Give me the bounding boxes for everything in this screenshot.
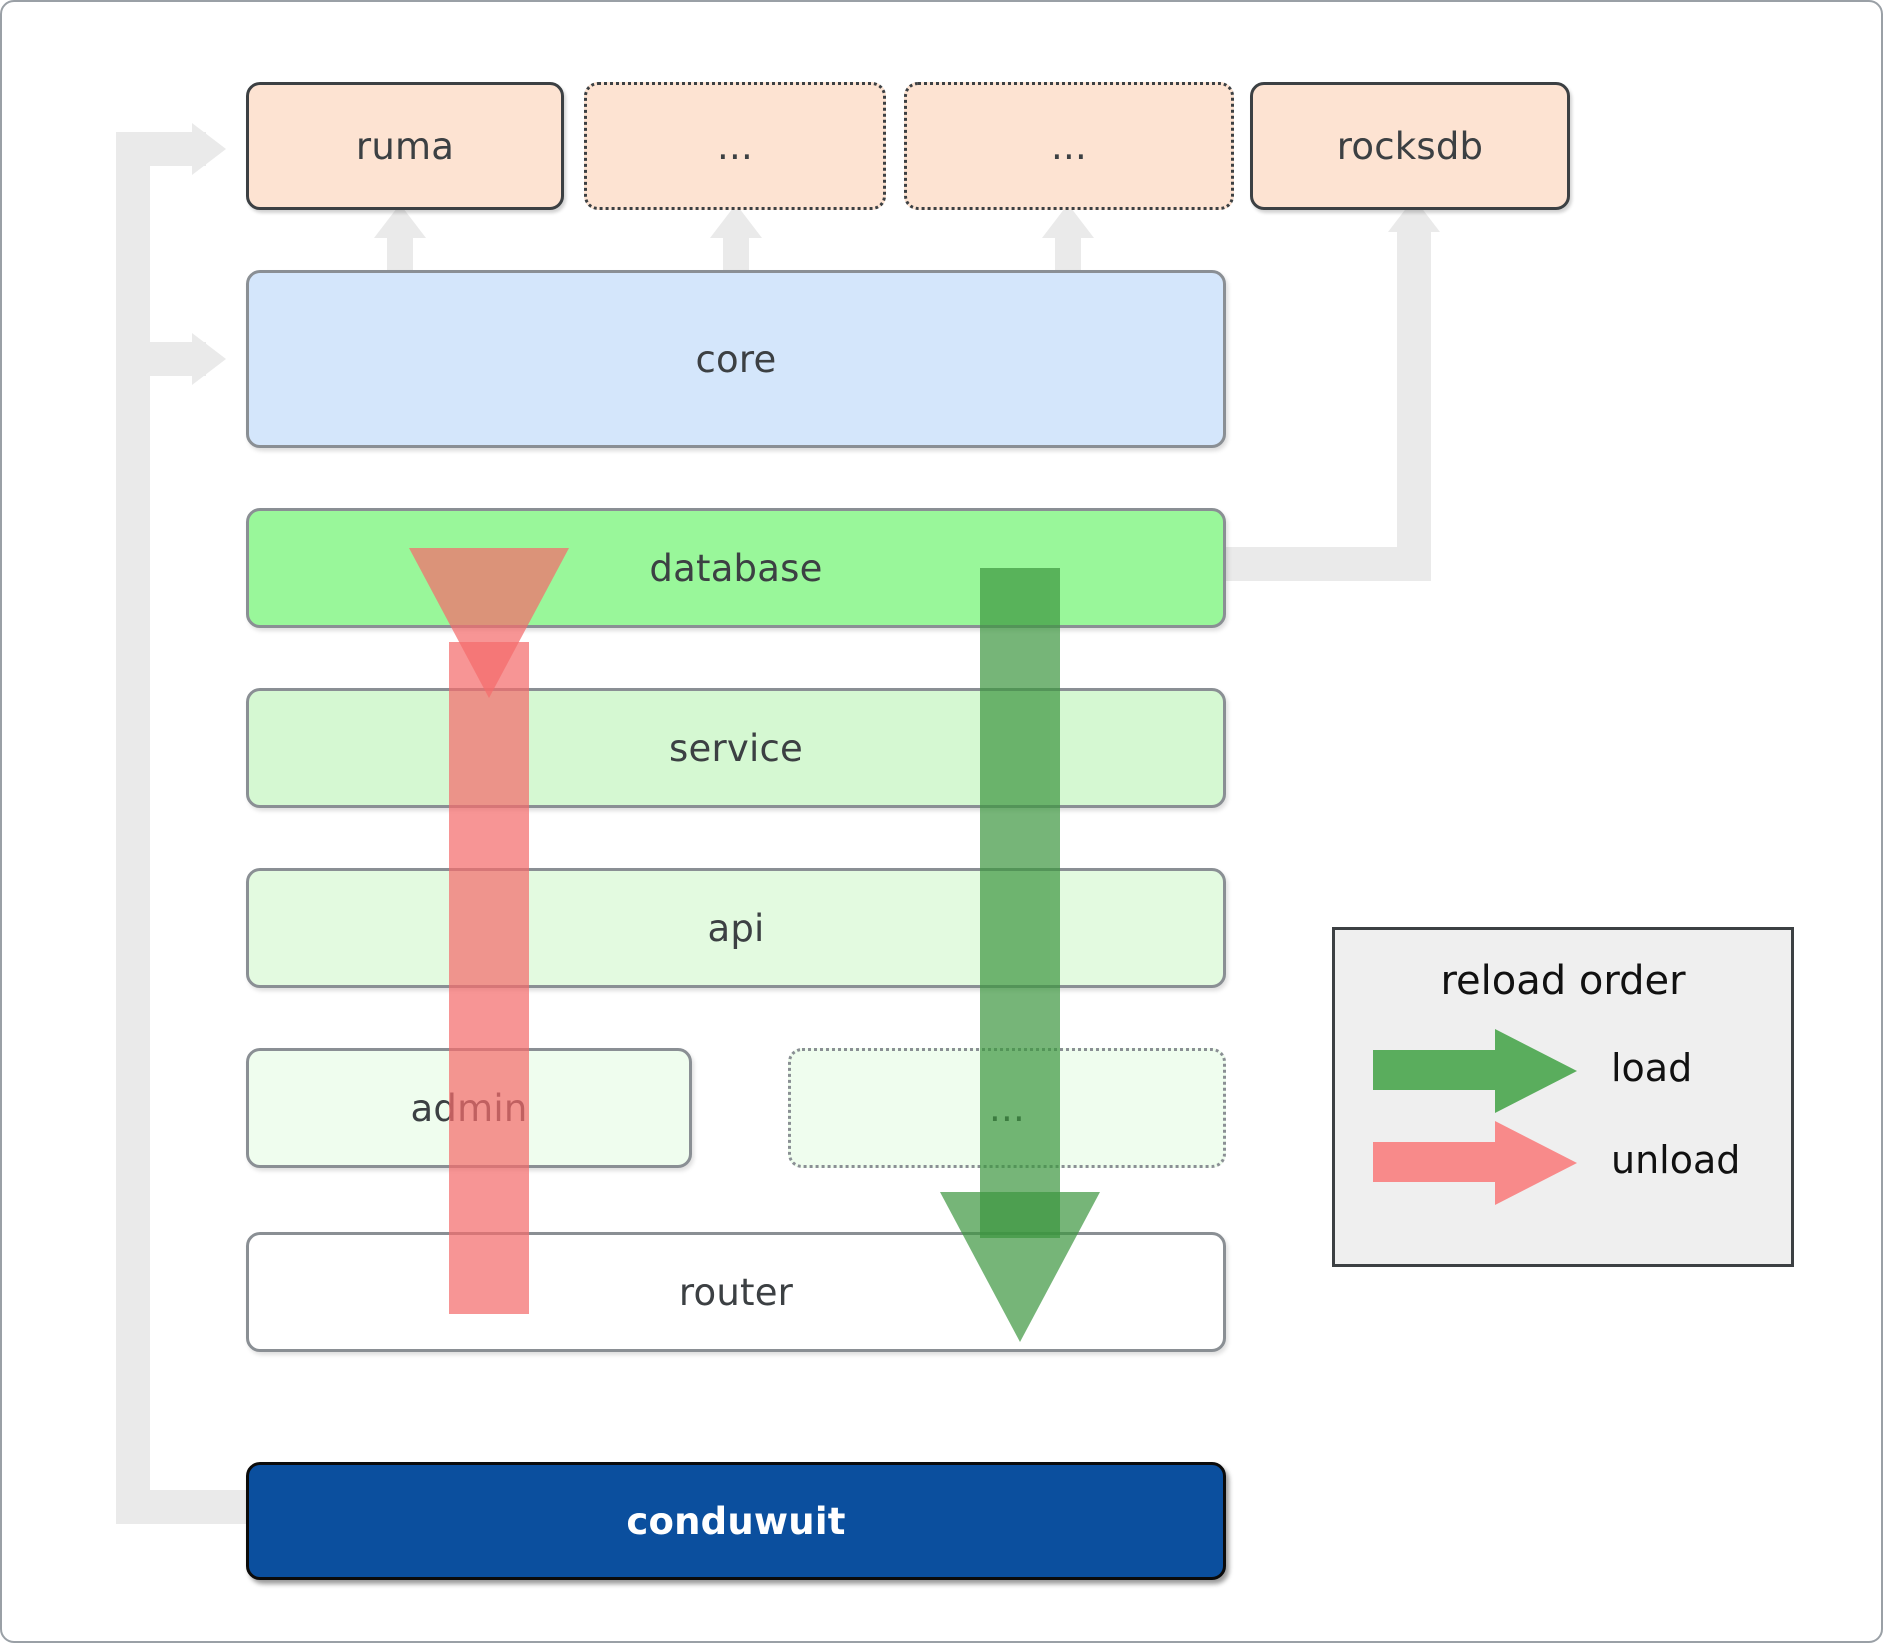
gray-arrowhead-core (192, 333, 226, 385)
dependency-label: ... (1051, 124, 1087, 168)
gray-connector-vertical (116, 132, 150, 1524)
layer-box-service[interactable]: service (246, 688, 1226, 808)
dependency-label: rocksdb (1336, 124, 1484, 168)
application-label: conduwuit (626, 1499, 846, 1543)
dependency-label: ruma (355, 124, 455, 168)
layer-label: router (678, 1270, 794, 1314)
layer-label: database (649, 546, 823, 590)
core-label: core (695, 337, 777, 381)
core-box[interactable]: core (246, 270, 1226, 448)
legend-load-head (1495, 1029, 1577, 1113)
dependency-box-rocksdb[interactable]: rocksdb (1250, 82, 1570, 210)
gray-connector-bottom (116, 1490, 246, 1524)
layer-box-database[interactable]: database (246, 508, 1226, 628)
application-box-conduwuit[interactable]: conduwuit (246, 1462, 1226, 1580)
legend-unload-head (1495, 1121, 1577, 1205)
layer-label: service (669, 726, 803, 770)
unload-arrow-shaft (449, 642, 529, 1314)
legend-load-label: load (1611, 1046, 1693, 1090)
gray-connector-db-elbow (1190, 547, 1431, 581)
gray-connector-db-up (1397, 230, 1431, 581)
dependency-box-ellipsis-1[interactable]: ... (584, 82, 886, 210)
gray-connector-to-ruma (116, 132, 206, 166)
layer-label: api (707, 906, 765, 950)
load-arrow-shaft (980, 568, 1060, 1238)
dependency-box-ruma[interactable]: ruma (246, 82, 564, 210)
legend-unload-label: unload (1611, 1138, 1741, 1182)
legend-panel: reload order load unload (1332, 927, 1794, 1267)
dependency-label: ... (717, 124, 753, 168)
dependency-box-ellipsis-2[interactable]: ... (904, 82, 1234, 210)
gray-connector-to-core (116, 342, 206, 376)
unload-arrow-head (409, 548, 569, 698)
gray-arrowhead-ruma (192, 123, 226, 175)
load-arrow-head (940, 1192, 1100, 1342)
layer-box-api[interactable]: api (246, 868, 1226, 988)
legend-title: reload order (1440, 958, 1686, 1004)
